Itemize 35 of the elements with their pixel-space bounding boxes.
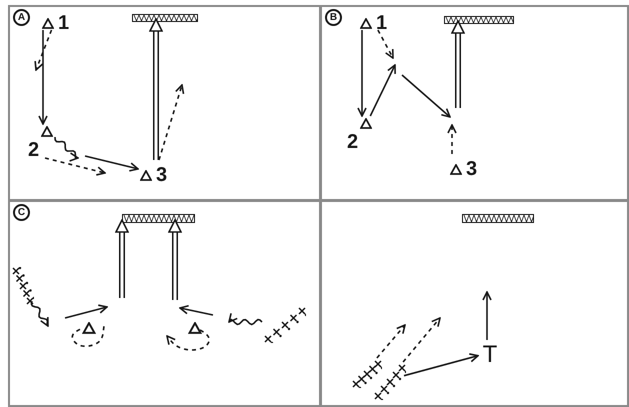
double-line-arrow [451, 20, 465, 108]
dashed-arrow [402, 317, 441, 363]
drill-panel [320, 5, 629, 201]
dashed-arrow [377, 30, 394, 59]
panel-letter: B [325, 9, 342, 26]
panel-letter: C [13, 204, 30, 221]
drill-panel [8, 200, 321, 407]
dashed-arrow [158, 84, 184, 160]
drill-panel [8, 5, 321, 201]
cone-marker-label: T [482, 342, 498, 368]
drill-panel [320, 200, 629, 407]
player-number: 3 [156, 165, 168, 185]
dashed-arrow [34, 30, 52, 71]
arrow [38, 30, 48, 125]
player-number: 1 [58, 13, 70, 33]
double-line-arrow [149, 18, 163, 160]
player-number: 1 [376, 13, 388, 33]
wavy-arrow [30, 300, 49, 327]
arrow [370, 64, 396, 116]
wavy-arrow [54, 136, 79, 162]
arrow [84, 155, 139, 172]
dashed-arrow [44, 157, 106, 176]
double-line-arrow [168, 219, 182, 300]
wavy-arrow [228, 312, 263, 326]
player-number: 2 [28, 140, 40, 160]
dashed-arrow [447, 124, 457, 154]
arrow [357, 30, 367, 117]
dashed-arrow [376, 324, 406, 359]
double-line-arrow [115, 219, 129, 298]
player-number: 3 [466, 159, 478, 179]
dashed-arrow [166, 329, 210, 351]
player-number: 2 [347, 132, 358, 152]
arrow [482, 291, 492, 340]
arrow [404, 353, 479, 376]
panel-letter: A [13, 9, 30, 26]
